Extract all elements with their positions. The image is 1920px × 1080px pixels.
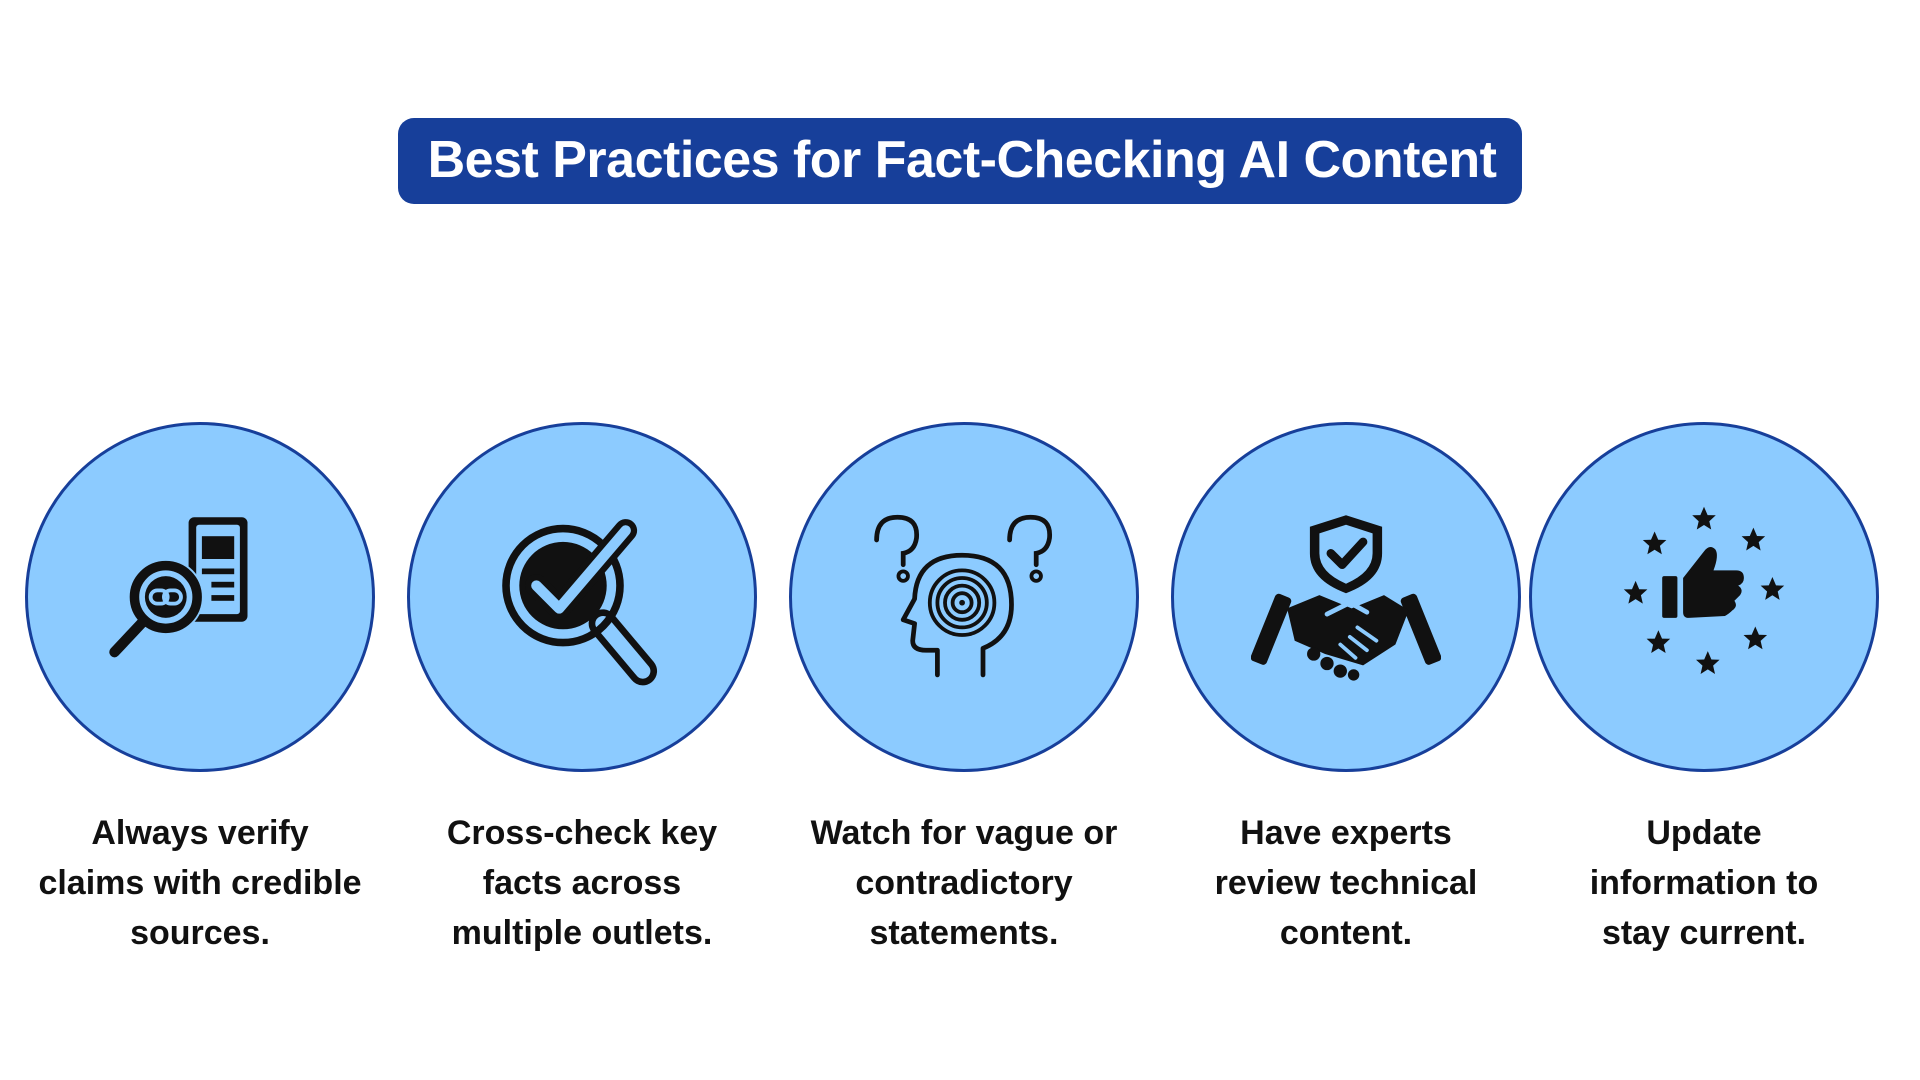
practice-caption: Have experts review technical content. [1146, 808, 1546, 958]
caption-line: claims with credible [38, 864, 362, 902]
practice-card-expert-review: Have experts review technical content. [1146, 422, 1546, 982]
caption-line: review technical [1214, 864, 1478, 902]
caption-line: facts across [482, 864, 682, 902]
caption-line: Watch for vague or [810, 814, 1118, 852]
caption-line: statements. [869, 914, 1059, 952]
practice-caption: Watch for vague or contradictory stateme… [764, 808, 1164, 958]
magnifier-checkmark-icon [502, 519, 658, 686]
practice-card-update-info: Update information to stay current. [1504, 422, 1904, 982]
caption-line: contradictory [855, 864, 1073, 902]
caption-line: information to [1589, 864, 1819, 902]
caption-line: sources. [130, 914, 270, 952]
icon-circle [789, 422, 1139, 772]
page-title: Best Practices for Fact-Checking AI Cont… [397, 118, 1523, 204]
caption-line: multiple outlets. [451, 914, 713, 952]
icon-circle [1529, 422, 1879, 772]
caption-line: stay current. [1601, 914, 1807, 952]
title-banner: Best Practices for Fact-Checking AI Cont… [0, 118, 1920, 204]
handshake-shield-icon [1251, 515, 1441, 681]
icon-circle [25, 422, 375, 772]
icon-circle [407, 422, 757, 772]
practice-caption: Cross-check key facts across multiple ou… [382, 808, 782, 958]
caption-line: Update [1646, 814, 1762, 852]
caption-line: Always verify [91, 814, 309, 852]
practice-card-cross-check: Cross-check key facts across multiple ou… [382, 422, 782, 982]
caption-line: Cross-check key [446, 814, 718, 852]
magnifier-link-document-icon [109, 517, 248, 658]
thumbs-up-stars-icon [1623, 506, 1785, 674]
practice-card-verify-sources: Always verify claims with credible sourc… [0, 422, 400, 982]
practice-caption: Update information to stay current. [1504, 808, 1904, 958]
icon-circle [1171, 422, 1521, 772]
caption-line: Have experts [1240, 814, 1452, 852]
head-spiral-question-icon [874, 514, 1052, 678]
practice-caption: Always verify claims with credible sourc… [0, 808, 400, 958]
practice-card-vague-statements: Watch for vague or contradictory stateme… [764, 422, 1164, 982]
caption-line: content. [1279, 914, 1413, 952]
